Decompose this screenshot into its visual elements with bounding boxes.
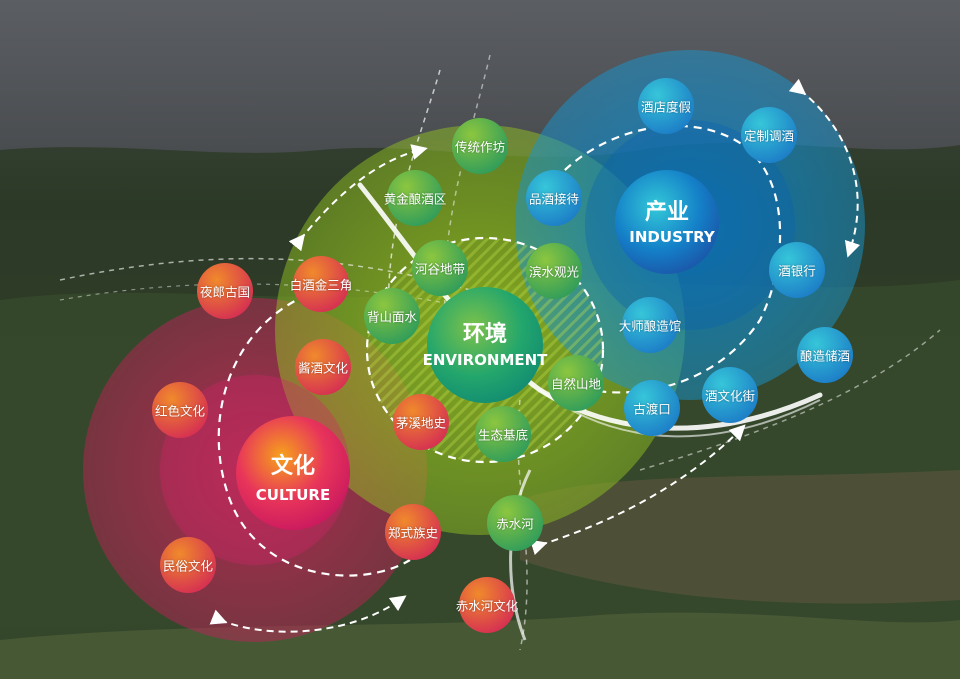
node-shengtai: 生态基底 (477, 427, 529, 443)
node-pinjiu: 品酒接待 (528, 191, 580, 207)
environment-title-en: ENVIRONMENT (422, 351, 548, 369)
node-minsu: 民俗文化 (162, 558, 214, 574)
node-maoxi: 茅溪地史 (395, 415, 447, 431)
node-baijiu: 白酒金三角 (289, 277, 353, 293)
node-chuantong: 传统作坊 (454, 139, 506, 155)
node-chishuihe: 赤水河 (496, 516, 534, 532)
industry-title-en: INDUSTRY (629, 228, 715, 246)
node-jiuyinhang: 酒银行 (778, 263, 816, 279)
node-niangzao: 酿造储酒 (799, 348, 851, 364)
node-zhengshi: 郑式族史 (387, 525, 439, 541)
node-jiuwenhua: 酒文化街 (704, 388, 756, 404)
node-ziran: 自然山地 (550, 376, 602, 392)
culture-hub (236, 416, 350, 530)
node-hongse: 红色文化 (154, 403, 206, 419)
node-yelang: 夜郎古国 (199, 284, 251, 300)
environment-hub (427, 287, 543, 403)
node-dashi: 大师酿造馆 (618, 318, 682, 334)
industry-hub (615, 170, 719, 274)
culture-title-en: CULTURE (255, 486, 331, 504)
node-gudukou: 古渡口 (633, 401, 671, 417)
culture-title-cn: 文化 (270, 454, 316, 479)
environment-title-cn: 环境 (462, 322, 508, 347)
node-hegu: 河谷地带 (414, 261, 466, 277)
environment-dashed-orbit (365, 236, 605, 464)
node-binshui: 滨水观光 (528, 264, 580, 280)
node-jiangjiu: 酱酒文化 (297, 360, 349, 376)
node-dingzhi: 定制调酒 (743, 128, 795, 144)
node-beishan: 背山面水 (366, 309, 418, 325)
node-huangjin: 黄金酿酒区 (383, 191, 447, 207)
node-jiudian: 酒店度假 (640, 99, 692, 115)
industry-title-cn: 产业 (644, 200, 690, 225)
node-chishuihe-culture: 赤水河文化 (455, 598, 519, 614)
